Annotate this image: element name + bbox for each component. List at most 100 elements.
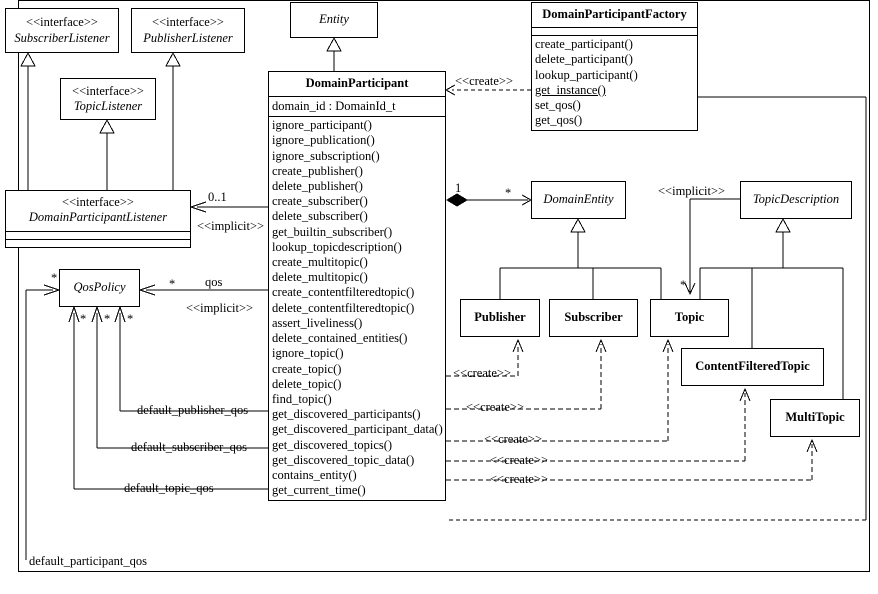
class-title-topic: Topic <box>651 310 728 325</box>
edge-label-mult-qos-star-left: * <box>51 271 58 285</box>
operation-row: get_instance() <box>535 82 606 97</box>
edge-label-create-publisher-rel: <<create>> <box>453 366 512 380</box>
class-title-qos-policy: QosPolicy <box>60 280 139 295</box>
class-box-subscriber[interactable]: Subscriber <box>549 299 638 337</box>
class-title-topic-listener: <<interface>>TopicListener <box>61 84 155 115</box>
class-title-entity: Entity <box>291 12 377 27</box>
edge-label-create-topic-rel: <<create>> <box>484 432 543 446</box>
operation-row: get_qos() <box>535 113 583 128</box>
class-name-publisher-listener: PublisherListener <box>143 30 233 45</box>
class-empty-compartment <box>6 238 190 247</box>
operation-row: create_participant() <box>535 37 633 52</box>
class-title-subscriber-listener: <<interface>>SubscriberListener <box>6 15 118 46</box>
class-box-content-filtered-topic[interactable]: ContentFilteredTopic <box>681 348 824 386</box>
edge-label-mult-one: 1 <box>455 181 462 195</box>
class-empty-compartment <box>6 230 190 239</box>
edge-label-mult-domainentity-star: * <box>505 186 512 200</box>
class-name-topic-description: TopicDescription <box>752 192 840 207</box>
class-title-domain-entity: DomainEntity <box>532 192 625 207</box>
class-box-subscriber-listener[interactable]: <<interface>>SubscriberListener <box>5 8 119 53</box>
operation-row: assert_liveliness() <box>272 315 363 330</box>
class-box-domain-entity[interactable]: DomainEntity <box>531 181 626 219</box>
operation-row: get_discovered_topics() <box>272 437 393 452</box>
class-title-domain-participant-listener: <<interface>>DomainParticipantListener <box>6 191 190 231</box>
class-stereotype-topic-listener: <<interface>> <box>72 83 144 98</box>
class-operations-domain-participant-factory: create_participant()delete_participant()… <box>532 35 697 130</box>
edge-label-default-publisher-qos: default_publisher_qos <box>137 403 249 417</box>
edge-label-create-subscriber-rel: <<create>> <box>466 400 525 414</box>
class-name-domain-participant-listener: DomainParticipantListener <box>28 210 168 225</box>
class-box-domain-participant-listener[interactable]: <<interface>>DomainParticipantListener <box>5 190 191 248</box>
class-stereotype-domain-participant-listener: <<interface>> <box>62 195 134 209</box>
operation-row: delete_publisher() <box>272 179 363 194</box>
edge-label-implicit-topicdesc: <<implicit>> <box>658 184 726 198</box>
class-box-publisher[interactable]: Publisher <box>460 299 540 337</box>
class-name-topic: Topic <box>674 310 705 325</box>
operation-row: ignore_topic() <box>272 346 344 361</box>
class-name-content-filtered-topic: ContentFilteredTopic <box>695 359 810 374</box>
class-name-domain-participant-factory: DomainParticipantFactory <box>542 7 687 21</box>
operation-row: ignore_publication() <box>272 133 375 148</box>
operation-row: create_contentfilteredtopic() <box>272 285 415 300</box>
class-box-entity[interactable]: Entity <box>290 2 378 38</box>
class-title-subscriber: Subscriber <box>550 310 637 325</box>
class-box-topic[interactable]: Topic <box>650 299 729 337</box>
class-operations-domain-participant: ignore_participant()ignore_publication()… <box>269 116 445 500</box>
edge-label-implicit-listener: <<implicit>> <box>197 219 265 233</box>
operation-row: delete_topic() <box>272 376 342 391</box>
edge-label-mult-listener-01: 0..1 <box>208 190 227 204</box>
operation-row: create_publisher() <box>272 163 363 178</box>
operation-row: ignore_subscription() <box>272 148 380 163</box>
edge-label-default-topic-qos: default_topic_qos <box>124 481 214 495</box>
class-box-domain-participant-factory[interactable]: DomainParticipantFactory create_participa… <box>531 2 698 132</box>
class-title-domain-participant-factory: DomainParticipantFactory <box>532 3 697 27</box>
operation-row: get_current_time() <box>272 483 366 498</box>
edge-label-mult-qos-star-3: * <box>127 312 134 326</box>
class-box-topic-description[interactable]: TopicDescription <box>740 181 852 219</box>
operation-row: ignore_participant() <box>272 118 372 133</box>
class-name-subscriber: Subscriber <box>564 310 623 325</box>
operation-row: create_multitopic() <box>272 255 368 270</box>
class-stereotype-publisher-listener: <<interface>> <box>152 15 224 30</box>
edge-label-mult-qos-star-2: * <box>104 312 111 326</box>
operation-row: lookup_participant() <box>535 67 638 82</box>
class-name-entity: Entity <box>319 12 349 27</box>
operation-row: get_discovered_topic_data() <box>272 452 415 467</box>
class-title-publisher-listener: <<interface>>PublisherListener <box>132 15 244 46</box>
class-title-domain-participant: DomainParticipant <box>269 72 445 96</box>
class-name-topic-listener: TopicListener <box>73 99 143 113</box>
class-name-multitopic: MultiTopic <box>785 410 845 425</box>
operation-row: get_discovered_participants() <box>272 407 421 422</box>
class-attributes-domain-participant: domain_id : DomainId_t <box>269 96 445 116</box>
edge-label-default-subscriber-qos: default_subscriber_qos <box>131 440 247 454</box>
operation-row: delete_participant() <box>535 52 633 67</box>
edge-label-qos-label: qos <box>205 275 223 289</box>
class-name-qos-policy: QosPolicy <box>73 280 126 295</box>
diagram-frame <box>18 0 870 572</box>
class-title-multitopic: MultiTopic <box>771 410 859 425</box>
operation-row: delete_multitopic() <box>272 270 368 285</box>
operation-row: create_topic() <box>272 361 342 376</box>
class-name-domain-participant: DomainParticipant <box>305 76 409 90</box>
operation-row: get_discovered_participant_data() <box>272 422 443 437</box>
class-box-publisher-listener[interactable]: <<interface>>PublisherListener <box>131 8 245 53</box>
operation-row: create_subscriber() <box>272 194 368 209</box>
class-name-publisher: Publisher <box>474 310 526 325</box>
operation-row: contains_entity() <box>272 467 357 482</box>
edge-label-implicit-qos: <<implicit>> <box>186 301 254 315</box>
edge-label-create-factory: <<create>> <box>455 74 514 88</box>
edge-label-create-cft-rel: <<create>> <box>490 453 549 467</box>
class-title-publisher: Publisher <box>461 310 539 325</box>
operation-row: delete_contentfilteredtopic() <box>272 300 415 315</box>
operation-row: get_builtin_subscriber() <box>272 224 393 239</box>
class-box-qos-policy[interactable]: QosPolicy <box>59 269 140 307</box>
operation-row: set_qos() <box>535 98 581 113</box>
edge-label-mult-qos-star-right: * <box>169 277 176 291</box>
class-title-content-filtered-topic: ContentFilteredTopic <box>682 359 823 374</box>
class-stereotype-subscriber-listener: <<interface>> <box>26 15 98 30</box>
class-box-multitopic[interactable]: MultiTopic <box>770 399 860 437</box>
class-box-topic-listener[interactable]: <<interface>>TopicListener <box>60 78 156 120</box>
edge-label-mult-qos-star-1: * <box>80 312 87 326</box>
